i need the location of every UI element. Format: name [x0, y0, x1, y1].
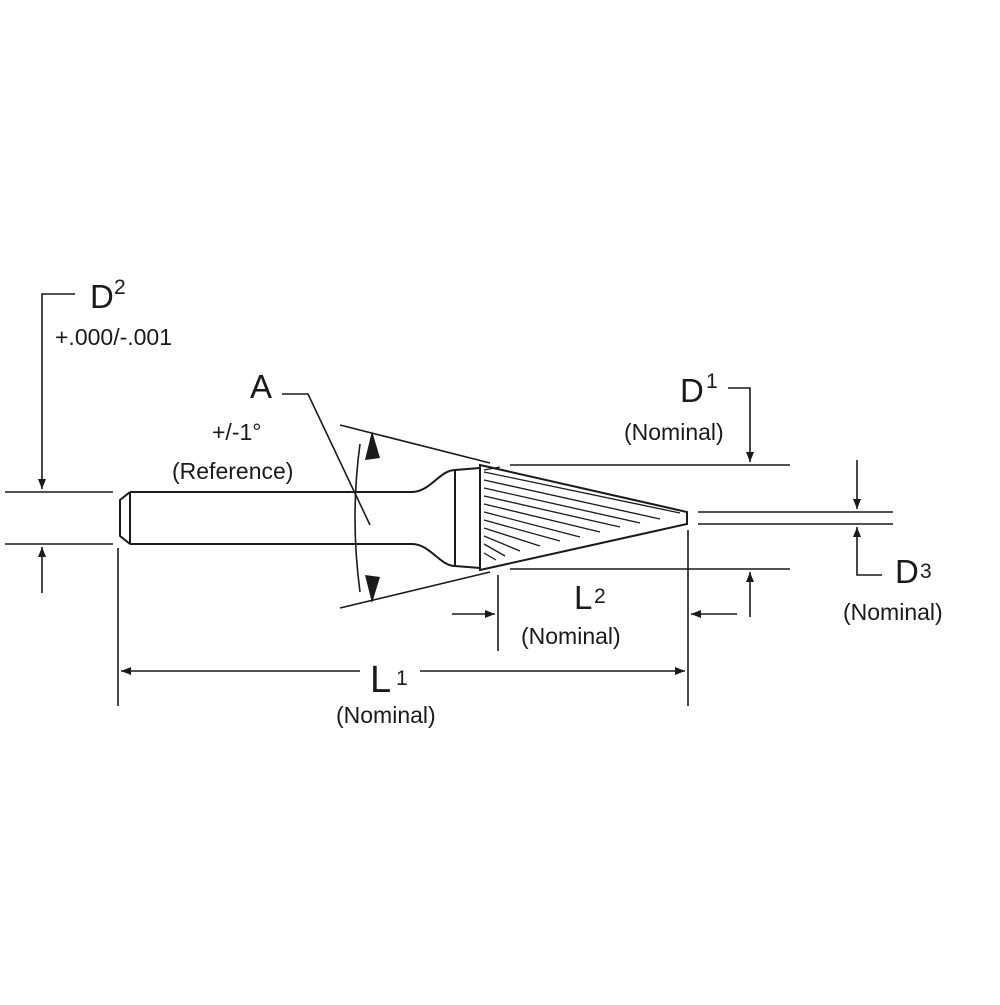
d1-note: (Nominal)	[624, 419, 724, 445]
l2-label: L	[574, 579, 592, 616]
angle-note: (Reference)	[172, 458, 293, 484]
cone-flutes	[483, 466, 681, 561]
extension-lines	[5, 424, 893, 706]
dimension-l2: L 2 (Nominal)	[452, 579, 737, 649]
d3-subscript: 3	[920, 560, 932, 583]
dimension-d3: D 3 (Nominal)	[843, 460, 943, 625]
l2-subscript: 2	[594, 585, 606, 608]
dimension-l1: L 1 (Nominal)	[121, 659, 685, 728]
dimension-d1: D 1 (Nominal)	[624, 370, 754, 617]
d2-tolerance: +.000/-.001	[55, 324, 172, 350]
shank-outline	[119, 491, 412, 545]
d2-superscript: 2	[114, 276, 126, 299]
d2-label: D	[90, 278, 114, 315]
angle-tolerance: +/-1°	[212, 419, 261, 445]
dimension-angle: A +/-1° (Reference)	[172, 368, 380, 603]
d1-label: D	[680, 372, 704, 409]
d1-superscript: 1	[706, 370, 718, 393]
l1-label: L	[370, 659, 391, 701]
l2-note: (Nominal)	[521, 623, 621, 649]
burr-tool	[119, 463, 688, 572]
neck-fillet	[411, 467, 481, 569]
cone-head	[479, 463, 688, 572]
d3-note: (Nominal)	[843, 599, 943, 625]
dimension-d2: D 2 +.000/-.001	[38, 276, 172, 593]
angle-label: A	[250, 368, 272, 405]
l1-subscript: 1	[396, 667, 408, 690]
angle-arc	[354, 443, 361, 593]
d3-label: D	[895, 553, 919, 590]
l1-note: (Nominal)	[336, 702, 436, 728]
